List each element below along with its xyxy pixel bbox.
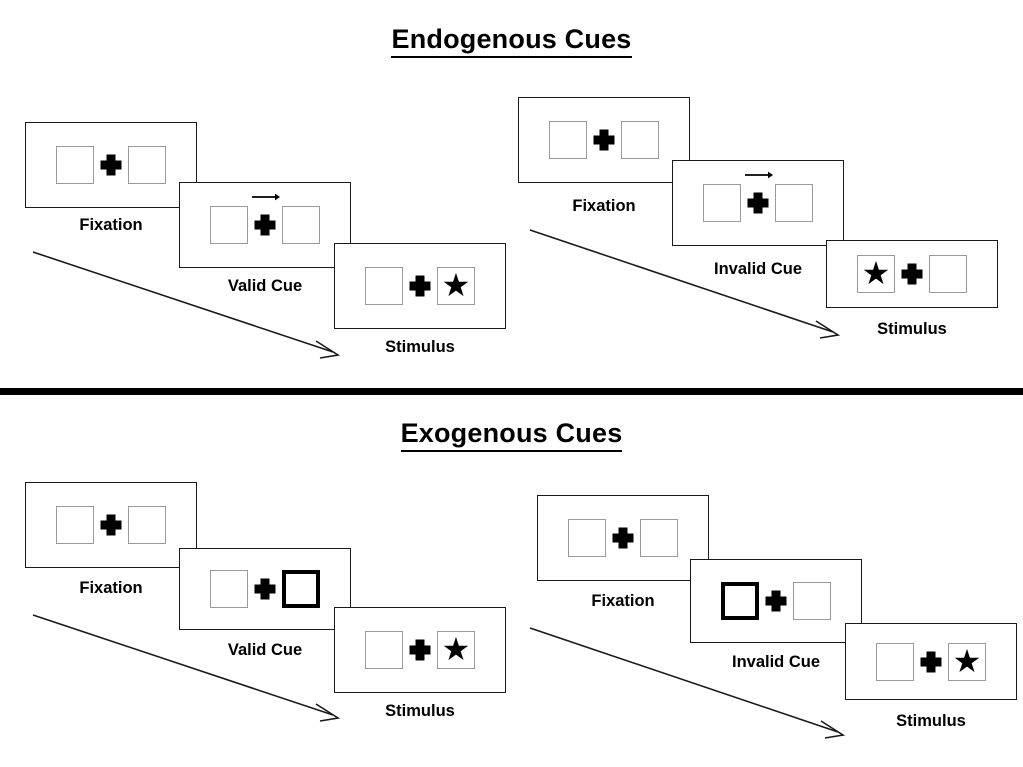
frame-endogenous-invalid-fixation [518, 97, 690, 183]
section-title-exogenous-text: Exogenous Cues [400, 418, 623, 452]
frame-exogenous-invalid-cue [690, 559, 862, 643]
left-box [568, 519, 606, 557]
panel-label-exogenous-valid-stimulus: Stimulus [385, 702, 455, 720]
right-box [640, 519, 678, 557]
panel-label-exogenous-valid-fixation: Fixation [79, 579, 143, 597]
fixation-cross-icon [94, 145, 128, 185]
section-title-endogenous: Endogenous Cues [0, 24, 1023, 58]
section-title-endogenous-text: Endogenous Cues [391, 24, 632, 58]
fixation-cross-icon [94, 505, 128, 545]
left-box [365, 267, 403, 305]
right-box: ★ [437, 267, 475, 305]
section-divider [0, 388, 1023, 395]
left-box [210, 570, 248, 608]
fixation-cross-icon [248, 193, 282, 245]
left-box [56, 146, 94, 184]
panel-label-endogenous-invalid-fixation: Fixation [572, 197, 636, 215]
right-box-cued [282, 570, 320, 608]
frame-endogenous-valid-stimulus: ★ [334, 243, 506, 329]
star-icon: ★ [861, 255, 891, 291]
right-box [128, 146, 166, 184]
left-box: ★ [857, 255, 895, 293]
panel-label-exogenous-invalid-cue: Invalid Cue [731, 653, 821, 671]
left-box-cued [721, 582, 759, 620]
left-box [876, 642, 914, 681]
panel-label-exogenous-invalid-stimulus: Stimulus [896, 712, 966, 730]
panel-label-endogenous-valid-stimulus: Stimulus [385, 338, 455, 356]
left-box [549, 121, 587, 159]
star-icon: ★ [952, 642, 982, 679]
star-icon: ★ [441, 267, 471, 303]
right-box [929, 255, 967, 293]
panel-label-endogenous-valid-cue: Valid Cue [227, 277, 303, 295]
right-box: ★ [437, 631, 475, 669]
left-box [210, 206, 248, 244]
right-box [793, 582, 831, 620]
frame-endogenous-invalid-cue [672, 160, 844, 246]
frame-exogenous-invalid-fixation [537, 495, 709, 581]
fixation-cross-icon [403, 630, 437, 670]
frame-endogenous-invalid-stimulus: ★ [826, 240, 998, 308]
star-icon: ★ [441, 631, 471, 667]
left-box [56, 506, 94, 544]
fixation-cross-icon [587, 120, 621, 160]
right-box [775, 184, 813, 222]
left-box [703, 184, 741, 222]
right-box [621, 121, 659, 159]
panel-label-endogenous-invalid-stimulus: Stimulus [877, 320, 947, 338]
frame-endogenous-valid-cue [179, 182, 351, 268]
frame-exogenous-invalid-stimulus: ★ [845, 623, 1017, 700]
right-box [128, 506, 166, 544]
fixation-cross-icon [606, 518, 640, 558]
left-box [365, 631, 403, 669]
frame-exogenous-valid-fixation [25, 482, 197, 568]
frame-exogenous-valid-cue [179, 548, 351, 630]
panel-label-exogenous-valid-cue: Valid Cue [227, 641, 303, 659]
panel-label-exogenous-invalid-fixation: Fixation [591, 592, 655, 610]
right-box [282, 206, 320, 244]
section-title-exogenous: Exogenous Cues [0, 418, 1023, 452]
fixation-cross-icon [895, 254, 929, 294]
fixation-cross-icon [914, 642, 948, 682]
fixation-cross-icon [759, 581, 793, 621]
fixation-cross-icon [741, 171, 775, 223]
frame-exogenous-valid-stimulus: ★ [334, 607, 506, 693]
panel-label-endogenous-invalid-cue: Invalid Cue [713, 260, 803, 278]
frame-endogenous-valid-fixation [25, 122, 197, 208]
panel-label-endogenous-valid-fixation: Fixation [79, 216, 143, 234]
right-arrow-cue-icon [252, 193, 280, 201]
right-box: ★ [948, 642, 986, 681]
fixation-cross-icon [403, 266, 437, 306]
right-arrow-cue-icon [745, 171, 773, 179]
fixation-cross-icon [248, 569, 282, 609]
